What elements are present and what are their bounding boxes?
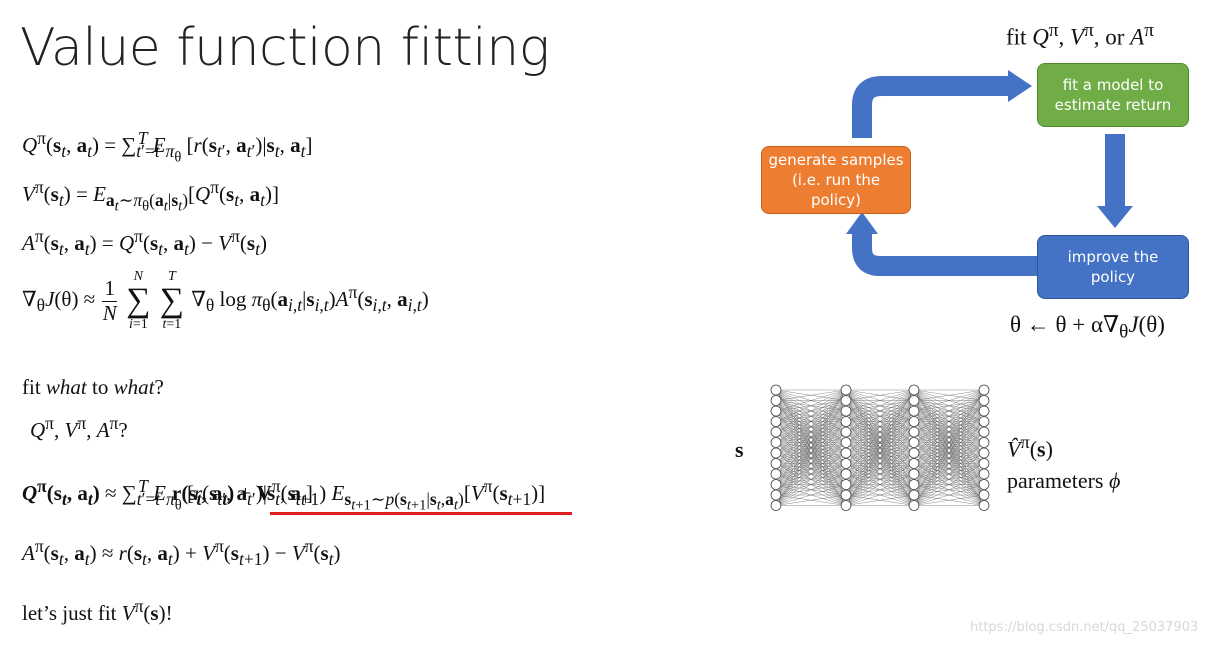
box-generate-samples: generate samples (i.e. run the policy) [761, 146, 911, 214]
slide-title: Value function fitting [20, 18, 550, 78]
arrowhead-down-icon [1097, 206, 1133, 228]
network-output-label: V̂π(s) [1007, 432, 1053, 462]
text-just-fit: let’s just fit Vπ(s)! [22, 596, 173, 625]
network-node [978, 395, 990, 406]
network-node [978, 468, 990, 480]
network-node [840, 468, 852, 480]
box-improve-policy: improve the policy [1037, 235, 1189, 299]
neural-network-diagram [770, 384, 990, 511]
network-node [840, 384, 852, 396]
equation-a-approximation: Aπ(st, at) ≈ r(st, at) + Vπ(st+1) − Vπ(s… [22, 536, 341, 570]
network-node [840, 458, 852, 469]
network-node [908, 395, 920, 406]
red-underline [270, 512, 572, 515]
network-node [770, 437, 782, 448]
network-node [908, 405, 920, 417]
update-rule: θ ← θ + α∇θJ(θ) [1010, 312, 1165, 343]
network-node [978, 479, 990, 490]
network-node [908, 447, 920, 459]
arrow-to-fit-box [852, 76, 1010, 138]
network-node [908, 489, 920, 501]
text-fit-what: fit what to what? [22, 375, 164, 399]
arrowhead-right-icon [1008, 70, 1032, 102]
network-node [840, 489, 852, 501]
network-node [978, 489, 990, 501]
box-fit-label: fit a model to estimate return [1054, 75, 1172, 114]
network-node [908, 479, 920, 490]
network-node [840, 447, 852, 459]
equation-q-definition: Qπ(st, at) = ∑t′=tT Eπθ [r(st′, at′)|st,… [22, 128, 313, 166]
equation-q-approx-layer-2: r(st, at) + Vπ(st+1) Est+1∼p(st+1|st,at)… [172, 476, 546, 514]
network-node [908, 468, 920, 480]
network-node [770, 426, 782, 438]
network-node [770, 500, 782, 511]
equation-v-definition: Vπ(st) = Eat∼πθ(at|st)[Qπ(st, at)] [22, 177, 279, 215]
arrow-to-improve-box [1105, 134, 1125, 206]
network-node [978, 437, 990, 448]
network-node [770, 416, 782, 427]
network-node [840, 500, 852, 511]
network-node [770, 468, 782, 480]
equation-q-approx-layer-1: Qπ(st, at) ≈ ∑t′=tT Eπθ [r(st′, at′)|st,… [22, 476, 313, 514]
box-fit-model: fit a model to estimate return [1037, 63, 1189, 127]
text-candidates: Qπ, Vπ, Aπ? [30, 413, 128, 442]
network-node [978, 426, 990, 438]
network-params-label: parameters ϕ [1007, 468, 1121, 493]
network-node [770, 395, 782, 406]
network-node [908, 500, 920, 511]
network-node [978, 458, 990, 469]
network-node [908, 437, 920, 448]
diagram-top-label: fit Qπ, Vπ, or Aπ [1006, 20, 1154, 50]
watermark: https://blog.csdn.net/qq_25037903 [970, 620, 1199, 635]
network-node [908, 384, 920, 396]
network-node [770, 384, 782, 396]
network-node [978, 447, 990, 459]
network-node [770, 489, 782, 501]
network-node [770, 479, 782, 490]
network-node [840, 416, 852, 427]
network-node [978, 384, 990, 396]
network-node [770, 405, 782, 417]
arrow-to-generate-box [852, 232, 1038, 276]
network-node [770, 447, 782, 459]
box-improve-label: improve the policy [1067, 247, 1159, 286]
network-node [978, 416, 990, 427]
loop-arrows [846, 70, 1133, 276]
network-node [840, 437, 852, 448]
network-node [840, 405, 852, 417]
network-node [978, 405, 990, 417]
network-node [840, 426, 852, 438]
network-node [840, 479, 852, 490]
network-node [908, 426, 920, 438]
network-node [840, 395, 852, 406]
arrowhead-up-icon [846, 212, 878, 234]
network-input-label: s [735, 437, 744, 462]
network-node [908, 458, 920, 469]
box-generate-label: generate samples (i.e. run the policy) [768, 150, 904, 210]
equation-q-approximation: Qπ(st, at) ≈ ∑t′=tT Eπθ [r(st′, at′)|st,… [22, 476, 582, 514]
equation-a-definition: Aπ(st, at) = Qπ(st, at) − Vπ(st) [22, 226, 267, 260]
network-node [770, 458, 782, 469]
network-node [908, 416, 920, 427]
network-node [978, 500, 990, 511]
